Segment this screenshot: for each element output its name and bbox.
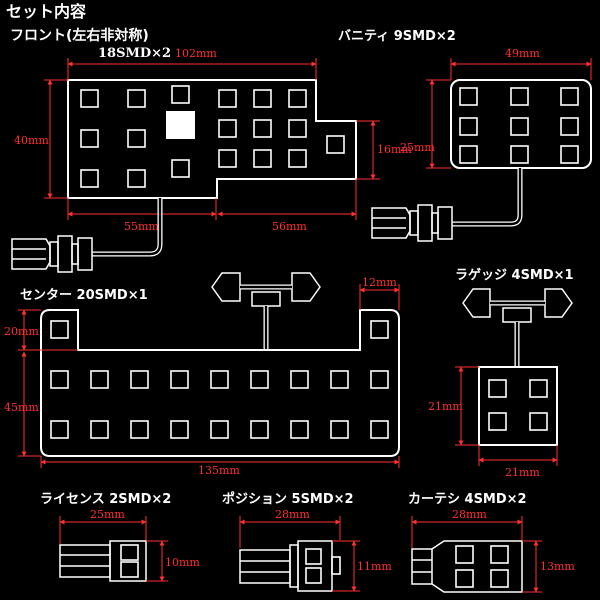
center-top-right-label: 12mm — [362, 276, 397, 289]
center-festoon — [211, 272, 321, 350]
front-pcb — [67, 79, 357, 199]
front-title: フロント(左右非対称) — [10, 27, 149, 44]
front-width-label: 102mm — [175, 47, 217, 60]
center-width-label: 135mm — [198, 464, 240, 477]
center-top-left-label: 20mm — [4, 325, 39, 338]
license-height-label: 10mm — [165, 556, 200, 569]
courtesy-title: カーテシ 4SMD×2 — [408, 492, 527, 507]
vanity-height-label: 25mm — [400, 141, 435, 154]
center-pcb — [40, 309, 400, 457]
front-t10-bulb — [11, 235, 93, 273]
vanity-section: バニティ 9SMD×2 49mm 25mm — [338, 29, 592, 242]
position-bulb — [239, 540, 341, 592]
luggage-pcb — [478, 366, 558, 446]
position-section: ポジション 5SMD×2 28mm 11mm — [222, 491, 392, 592]
license-title: ライセンス 2SMD×2 — [40, 492, 171, 507]
front-center-chip — [166, 111, 195, 139]
luggage-height-label: 21mm — [428, 400, 463, 413]
position-title: ポジション 5SMD×2 — [222, 491, 354, 507]
courtesy-width-label: 28mm — [452, 508, 487, 521]
center-height-label: 45mm — [4, 401, 39, 414]
luggage-section: ラゲッジ 4SMD×1 21mm 21mm — [428, 267, 574, 479]
luggage-smd-grid — [488, 379, 548, 431]
front-left-bottom-label: 55mm — [124, 220, 159, 233]
vanity-smd-grid — [459, 87, 579, 164]
license-width-label: 25mm — [90, 508, 125, 521]
front-right-bottom-label: 56mm — [272, 220, 307, 233]
front-height-label: 40mm — [14, 134, 49, 147]
courtesy-bulb — [411, 540, 523, 593]
position-height-label: 11mm — [357, 560, 392, 573]
center-title: センター 20SMD×1 — [20, 288, 148, 303]
front-section: フロント(左右非対称) 18SMD×2 1 — [10, 27, 412, 273]
luggage-title: ラゲッジ 4SMD×1 — [455, 267, 574, 283]
license-section: ライセンス 2SMD×2 25mm 10mm — [40, 492, 200, 582]
luggage-width-label: 21mm — [505, 466, 540, 479]
front-right-height-label: 16mm — [377, 143, 412, 156]
center-section: センター 20SMD×1 — [4, 272, 400, 477]
vanity-title: バニティ 9SMD×2 — [338, 29, 456, 44]
vanity-t10-bulb — [371, 204, 453, 242]
front-smd-grid — [80, 85, 345, 188]
position-width-label: 28mm — [275, 508, 310, 521]
courtesy-height-label: 13mm — [540, 560, 575, 573]
license-bulb — [59, 540, 147, 582]
vanity-width-label: 49mm — [505, 47, 540, 60]
vanity-pcb — [450, 79, 592, 169]
front-subtitle: 18SMD×2 — [98, 46, 171, 61]
center-smd-grid — [50, 320, 389, 439]
courtesy-section: カーテシ 4SMD×2 28mm 13mm — [408, 492, 575, 593]
luggage-festoon — [462, 288, 573, 367]
page-title: セット内容 — [6, 2, 86, 21]
